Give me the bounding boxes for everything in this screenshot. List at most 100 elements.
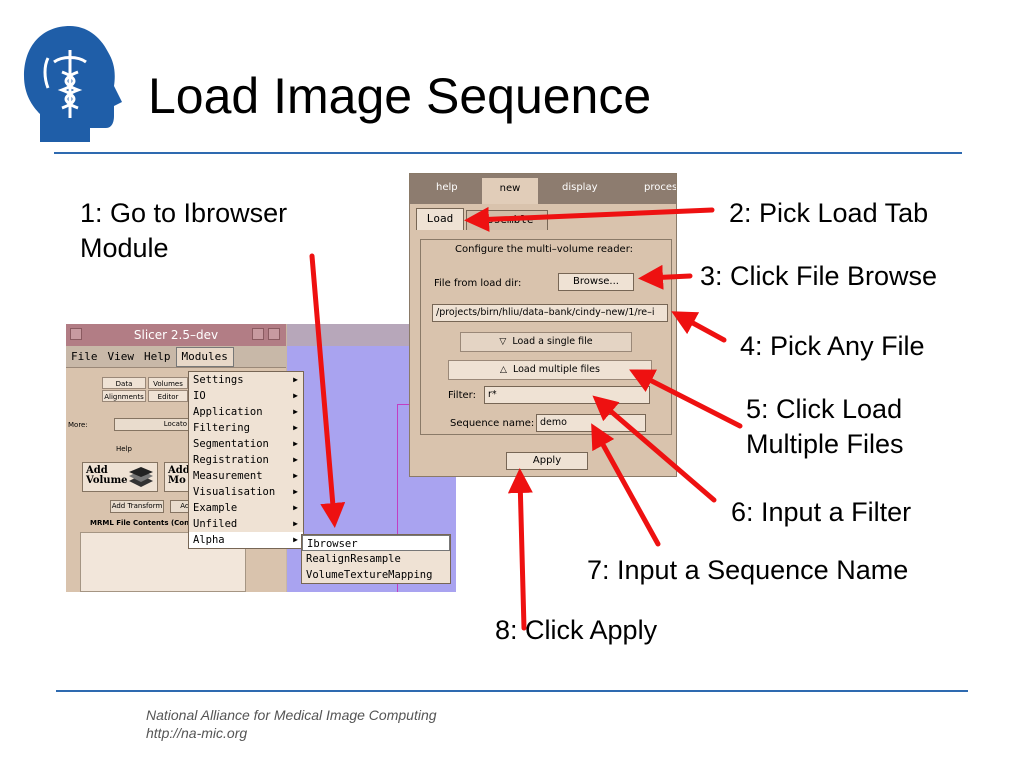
- callout-step1-line2: Module: [80, 233, 169, 263]
- arrow-step8: [507, 468, 533, 631]
- menu-item-application-label: Application: [193, 406, 263, 418]
- menu-item-example[interactable]: Example ▶: [189, 500, 303, 516]
- chevron-up-icon: △: [500, 365, 507, 375]
- reader-config-frame: [420, 239, 672, 435]
- callout-step2: 2: Pick Load Tab: [729, 198, 929, 228]
- namic-head-logo: [24, 26, 122, 142]
- submenu-arrow-icon: ▶: [293, 455, 298, 464]
- menu-item-settings-label: Settings: [193, 374, 244, 386]
- slide-title: Load Image Sequence: [148, 68, 652, 124]
- reader-config-caption: Configure the multi–volume reader:: [455, 244, 633, 255]
- browse-button[interactable]: Browse...: [558, 273, 634, 291]
- menu-item-realignresample[interactable]: RealignResample: [306, 553, 401, 565]
- submenu-arrow-icon: ▶: [293, 519, 298, 528]
- menu-item-measurement-label: Measurement: [193, 470, 263, 482]
- submenu-arrow-icon: ▶: [293, 503, 298, 512]
- menu-modules[interactable]: Modules: [175, 347, 234, 367]
- submenu-arrow-icon: ▶: [293, 535, 298, 544]
- submenu-arrow-icon: ▶: [293, 487, 298, 496]
- arrow-step4: [671, 311, 727, 343]
- menu-view[interactable]: View: [107, 350, 135, 363]
- add-transform-button[interactable]: Add Transform: [110, 500, 164, 513]
- menu-item-unfiled[interactable]: Unfiled ▶: [189, 516, 303, 532]
- footer-url: http://na-mic.org: [146, 725, 248, 741]
- menu-item-measurement[interactable]: Measurement ▶: [189, 468, 303, 484]
- help-label: Help: [116, 445, 132, 453]
- menu-item-io[interactable]: IO▶: [189, 388, 303, 404]
- filter-input[interactable]: r*: [484, 386, 650, 404]
- add-volume-button[interactable]: Add Volume: [82, 462, 158, 492]
- add-model-line1: Add: [168, 465, 190, 476]
- slicer-menubar: File View Help Modules: [66, 346, 286, 368]
- window-menu-icon[interactable]: [70, 328, 82, 340]
- menu-item-unfiled-label: Unfiled: [193, 518, 238, 530]
- submenu-arrow-icon: ▶: [293, 423, 298, 432]
- ibrowser-panel: help new display proces Load Assemble Co…: [409, 173, 677, 477]
- slicer-window-title: Slicer 2.5–dev: [133, 328, 219, 342]
- submenu-arrow-icon: ▶: [293, 407, 298, 416]
- sequence-name-label: Sequence name:: [450, 418, 535, 429]
- callout-step5-line1: 5: Click Load: [746, 394, 903, 424]
- menu-item-ibrowser[interactable]: Ibrowser: [302, 535, 450, 551]
- tab-help[interactable]: help: [436, 182, 458, 193]
- menu-item-settings[interactable]: Settings ▶: [189, 372, 303, 388]
- filter-label: Filter:: [448, 390, 476, 401]
- tab-display[interactable]: display: [562, 182, 598, 193]
- ibrowser-tab-bar: help new display proces: [410, 174, 677, 204]
- submenu-arrow-icon: ▶: [293, 471, 298, 480]
- file-from-load-dir-label: File from load dir:: [434, 278, 522, 289]
- menu-item-volumetexturemapping[interactable]: VolumeTextureMapping: [306, 569, 433, 581]
- tab-new[interactable]: new: [482, 178, 538, 204]
- submenu-arrow-icon: ▶: [293, 391, 298, 400]
- footer: National Alliance for Medical Image Comp…: [146, 706, 437, 742]
- load-multiple-files-button[interactable]: △Load multiple files: [448, 360, 652, 380]
- menu-item-segmentation-label: Segmentation: [193, 438, 269, 450]
- footer-divider: [56, 690, 968, 692]
- mrml-file-contents-label: MRML File Contents (Con: [90, 519, 190, 527]
- tab-editor[interactable]: Editor: [148, 390, 188, 402]
- volume-stack-icon: [129, 467, 153, 487]
- title-divider: [54, 152, 962, 154]
- menu-item-filtering[interactable]: Filtering ▶: [189, 420, 303, 436]
- callout-step3: 3: Click File Browse: [700, 261, 938, 291]
- modules-menu: Settings ▶ IO▶ Application ▶ Filtering ▶ Se…: [188, 371, 304, 549]
- menu-item-filtering-label: Filtering: [193, 422, 250, 434]
- footer-org: National Alliance for Medical Image Comp…: [146, 707, 437, 723]
- menu-item-visualisation[interactable]: Visualisation ▶: [189, 484, 303, 500]
- subtab-load[interactable]: Load: [416, 208, 464, 230]
- submenu-arrow-icon: ▶: [293, 375, 298, 384]
- add-volume-line1: Add: [86, 465, 108, 476]
- callout-step1-line1: 1: Go to Ibrowser: [80, 198, 288, 228]
- callout-step8: 8: Click Apply: [495, 615, 658, 645]
- alpha-submenu: Ibrowser RealignResample VolumeTextureMa…: [301, 534, 451, 584]
- menu-item-example-label: Example: [193, 502, 238, 514]
- file-path-field[interactable]: /projects/birn/hliu/data–bank/cindy–new/…: [432, 304, 668, 322]
- menu-item-segmentation[interactable]: Segmentation ▶: [189, 436, 303, 452]
- tab-process[interactable]: proces: [644, 182, 677, 193]
- callout-step5: 5: Click Load Multiple Files: [746, 392, 904, 462]
- more-label: More:: [68, 421, 88, 429]
- chevron-down-icon: ▽: [499, 337, 507, 347]
- subtab-assemble[interactable]: Assemble: [466, 210, 548, 230]
- menu-item-registration[interactable]: Registration ▶: [189, 452, 303, 468]
- menu-item-alpha[interactable]: Alpha ▶: [189, 532, 303, 548]
- menu-item-registration-label: Registration: [193, 454, 269, 466]
- tab-alignments[interactable]: Alignments: [102, 390, 146, 402]
- callout-step1: 1: Go to Ibrowser Module: [80, 196, 287, 266]
- apply-button[interactable]: Apply: [506, 452, 588, 470]
- maximize-icon[interactable]: [268, 328, 280, 340]
- menu-help[interactable]: Help: [144, 350, 171, 363]
- load-single-file-button[interactable]: ▽Load a single file: [460, 332, 632, 352]
- callout-step7: 7: Input a Sequence Name: [587, 555, 909, 585]
- sequence-name-input[interactable]: demo: [536, 414, 646, 432]
- tab-volumes[interactable]: Volumes: [148, 377, 188, 389]
- menu-item-application[interactable]: Application ▶: [189, 404, 303, 420]
- locator-select[interactable]: Locato: [114, 418, 190, 431]
- menu-item-alpha-label: Alpha: [193, 534, 225, 546]
- slicer-title-bar: Slicer 2.5–dev: [66, 324, 286, 346]
- menu-item-visualisation-label: Visualisation: [193, 486, 276, 498]
- tab-data[interactable]: Data: [102, 377, 146, 389]
- submenu-arrow-icon: ▶: [293, 439, 298, 448]
- minimize-icon[interactable]: [252, 328, 264, 340]
- menu-file[interactable]: File: [71, 350, 98, 363]
